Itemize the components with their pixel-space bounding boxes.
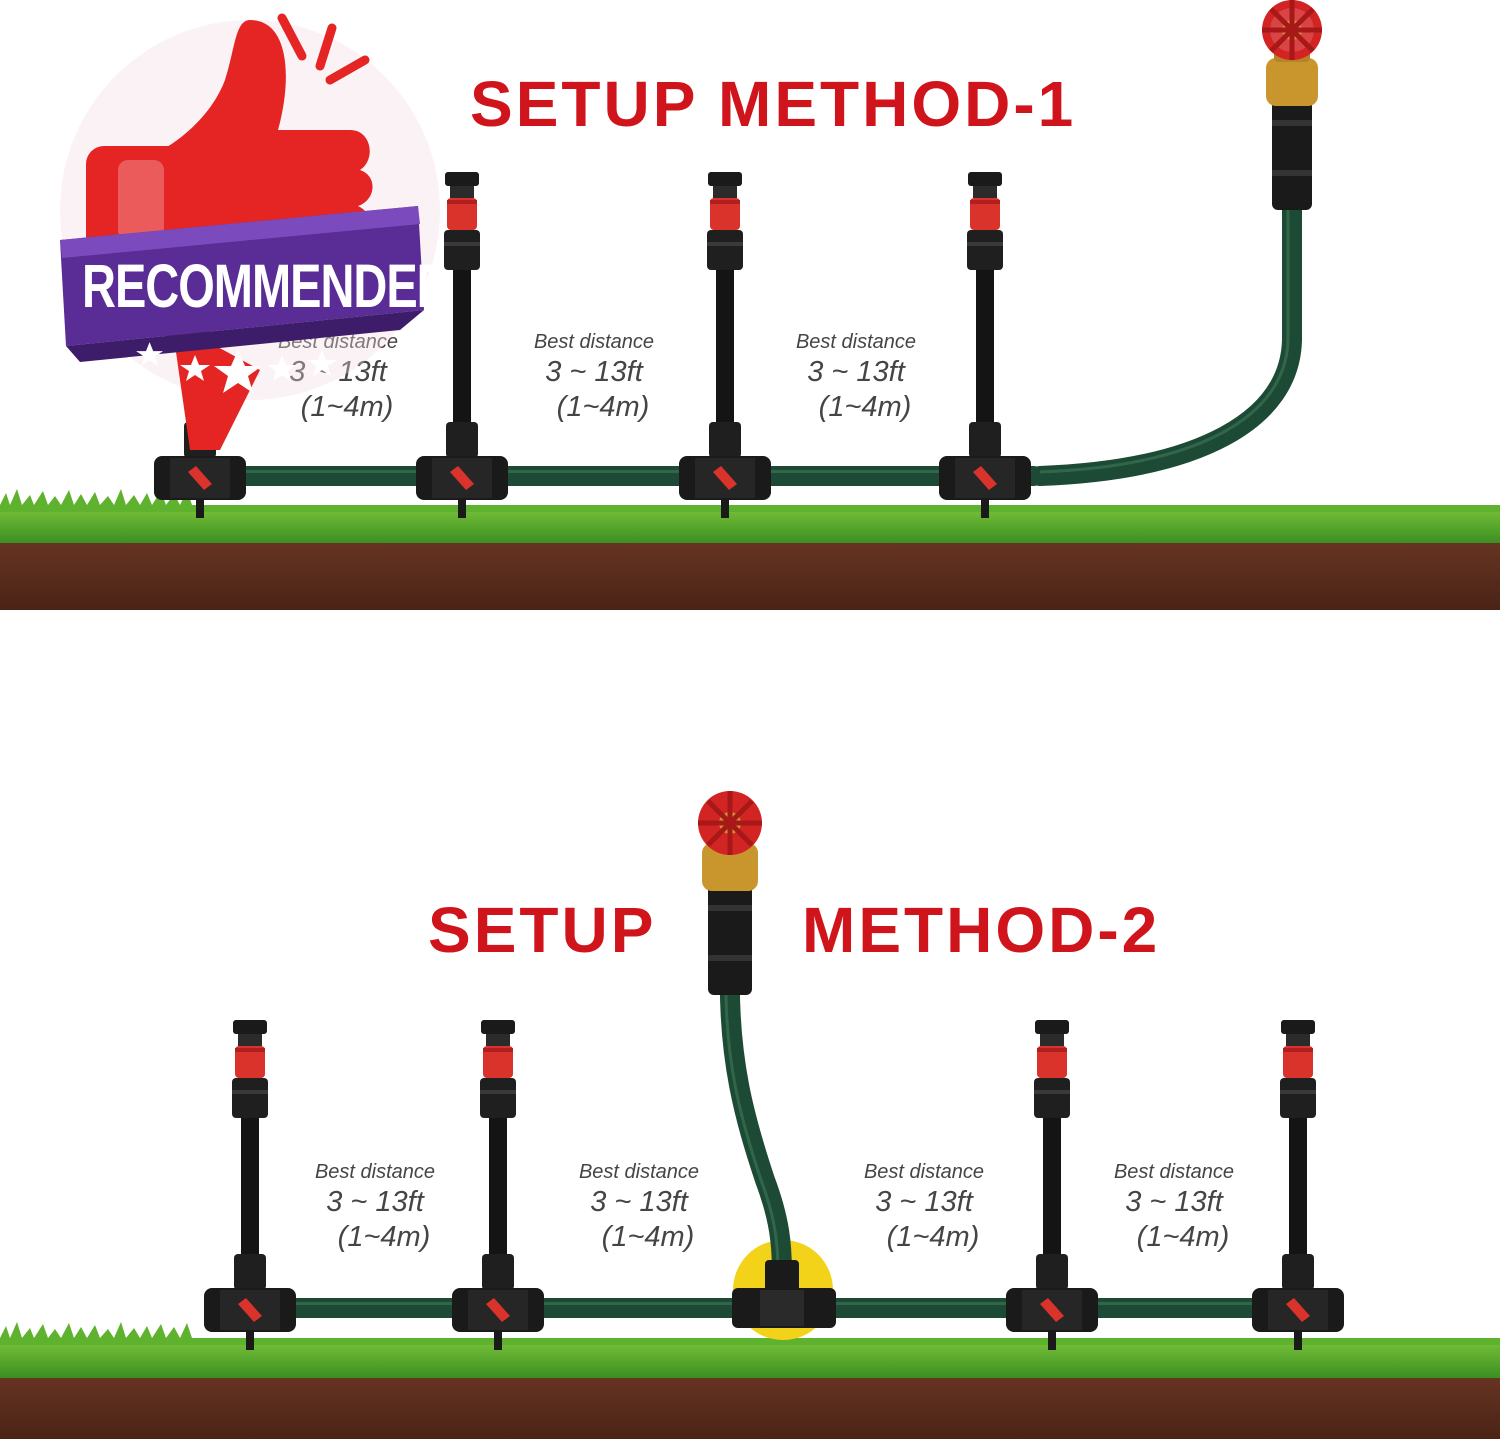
distance-metric: (1~4m) <box>556 391 650 423</box>
recommended-text: RECOMMENDED <box>82 251 451 320</box>
thumbs-up-icon <box>60 13 440 450</box>
distance-metric: (1~4m) <box>818 391 912 423</box>
distance-caption: Best distance <box>795 331 917 353</box>
sprinkler-3 <box>1006 1020 1098 1350</box>
sprinkler-row <box>204 1020 1344 1350</box>
sprinkler-4 <box>1252 1020 1344 1350</box>
distance-caption: Best distance <box>314 1161 436 1183</box>
distance-metric: (1~4m) <box>601 1221 695 1253</box>
distance-range: 3 ~ 13ft <box>875 1186 973 1218</box>
faucet-valve <box>1262 0 1322 210</box>
supply-hose <box>719 960 792 1285</box>
sprinkler-2 <box>416 172 508 518</box>
ground <box>0 1322 1500 1439</box>
supply-hose <box>1030 190 1302 486</box>
distance-label-1: Best distance 3 ~ 13ft (1~4m) <box>265 1160 485 1254</box>
method-2-scene <box>0 791 1500 1439</box>
method-1-title: SETUP METHOD-1 <box>470 68 1077 140</box>
distance-label-3: Best distance 3 ~ 13ft (1~4m) <box>746 330 966 424</box>
ground <box>0 489 1500 610</box>
sprinkler-3 <box>679 172 771 518</box>
distance-metric: (1~4m) <box>1136 1221 1230 1253</box>
tee-connector <box>732 1260 836 1328</box>
soil <box>0 535 1500 610</box>
soil <box>0 1370 1500 1439</box>
distance-metric: (1~4m) <box>300 391 394 423</box>
method-2-title-setup: SETUP <box>428 894 657 966</box>
distance-caption: Best distance <box>578 1161 700 1183</box>
faucet-valve <box>698 791 762 995</box>
rating-stars <box>136 342 337 393</box>
distance-label-3: Best distance 3 ~ 13ft (1~4m) <box>814 1160 1034 1254</box>
distance-range: 3 ~ 13ft <box>590 1186 688 1218</box>
distance-metric: (1~4m) <box>886 1221 980 1253</box>
grass-blades <box>0 489 1500 512</box>
distance-label-2: Best distance 3 ~ 13ft (1~4m) <box>484 330 704 424</box>
setup-method-1-panel: SETUP METHOD-1 Best distance 3 ~ 13ft (1… <box>0 0 1500 610</box>
distance-caption: Best distance <box>1113 1161 1235 1183</box>
distance-range: 3 ~ 13ft <box>545 356 643 388</box>
method-2-title-method: METHOD-2 <box>802 894 1161 966</box>
distance-range: 3 ~ 13ft <box>326 1186 424 1218</box>
distance-label-2: Best distance 3 ~ 13ft (1~4m) <box>529 1160 749 1254</box>
sprinkler-2 <box>452 1020 544 1350</box>
sprinkler-1 <box>204 1020 296 1350</box>
distance-range: 3 ~ 13ft <box>1125 1186 1223 1218</box>
distance-caption: Best distance <box>533 331 655 353</box>
distance-range: 3 ~ 13ft <box>289 356 387 388</box>
distance-caption: Best distance <box>863 1161 985 1183</box>
setup-method-2-panel: SETUP METHOD-2 Best distance 3 ~ 13ft (1… <box>0 700 1500 1439</box>
grass-blades <box>0 1322 1500 1345</box>
distance-metric: (1~4m) <box>337 1221 431 1253</box>
distance-label-4: Best distance 3 ~ 13ft (1~4m) <box>1064 1160 1284 1254</box>
main-hose <box>200 466 1040 486</box>
distance-range: 3 ~ 13ft <box>807 356 905 388</box>
recommended-badge: RECOMMENDED <box>20 10 451 480</box>
sprinkler-4 <box>939 172 1031 518</box>
